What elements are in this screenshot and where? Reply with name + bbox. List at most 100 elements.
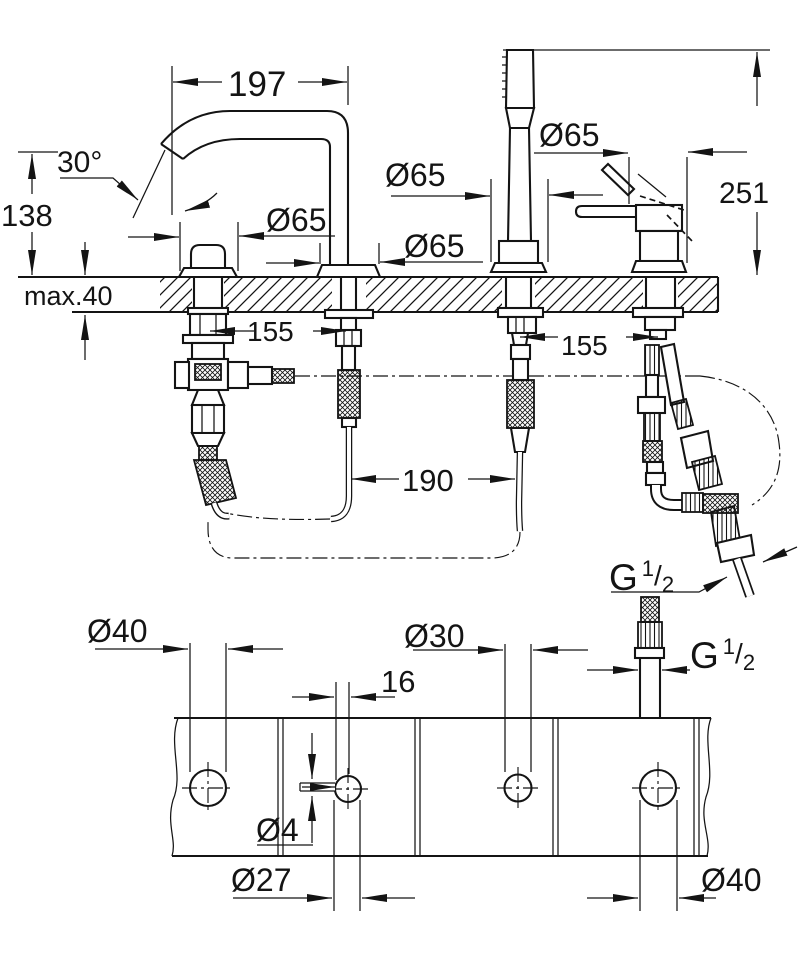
dim-spout-reach-label: 197 (228, 65, 286, 104)
plan-hose-hex (633, 646, 666, 660)
dim-spout-angle-label: 30° (57, 146, 102, 179)
dim-overall-height-label: 251 (719, 177, 769, 210)
deck-hatching (160, 278, 717, 311)
mixer-lever-alt1 (639, 195, 688, 212)
spout-inner-profile (182, 137, 332, 265)
dim-spout-height-label: 138 (1, 198, 53, 233)
mixer-hoseL-ribs2 (643, 412, 661, 442)
dim-shower-escutcheon-label: Ø65 (385, 157, 445, 193)
mixer-hoseR-ribs1 (669, 397, 695, 431)
spout-washer (323, 308, 375, 320)
plan-dimensions: Ø40 Ø30 16 Ø4 Ø27 (87, 613, 761, 911)
plate-break-right (703, 717, 712, 857)
plate-joints (277, 718, 700, 856)
mixer-lever-arm (574, 204, 639, 219)
mixer-body (634, 203, 684, 233)
spout-unit (160, 109, 382, 523)
hose-loop-outer (207, 521, 521, 559)
mixer-escutcheon (630, 259, 688, 274)
dim-hole-valve-label: Ø40 (87, 613, 147, 649)
pin-hole-slot (299, 782, 335, 792)
dim-mixer-escutcheon-label: Ø65 (539, 117, 599, 153)
shower-nut (506, 315, 538, 335)
plan-hose-braid (640, 596, 660, 623)
deck-section (18, 275, 720, 314)
mixer-tail-hex (715, 533, 756, 564)
mixer-hoseL-braid (642, 440, 663, 463)
elevation-dimensions: 197 30° 138 max.40 Ø65 (1, 49, 798, 598)
shower-neck (504, 106, 536, 130)
mixer-lever-raised (600, 162, 636, 197)
plan-hose-ribs (637, 621, 663, 649)
valve-outlet-tube (246, 365, 274, 386)
spout-tube (340, 344, 357, 372)
mixer-nut (643, 315, 677, 332)
dim-pin-hole-label: Ø4 (256, 812, 299, 848)
hand-shower-unit (489, 48, 548, 532)
mixer-unit (574, 162, 756, 598)
dim-spacing-shower-mixer-label: 155 (561, 330, 608, 361)
mixer-hoseL-hex2 (644, 471, 667, 487)
angle-reference-line (132, 149, 166, 219)
valve-outlet-hex (226, 360, 250, 390)
valve-outlet-knurl (271, 368, 295, 384)
spout-hose-fitting (340, 416, 358, 429)
shower-fitting1 (509, 343, 532, 361)
valve-escutcheon (177, 266, 239, 279)
shower-taper (510, 331, 530, 347)
dim-hole-shower-label: Ø30 (404, 618, 464, 654)
valve-hose-braid (192, 459, 238, 507)
mixer-adapter (648, 328, 668, 341)
spout-hose-braid (337, 369, 361, 419)
shower-flange (496, 306, 545, 319)
dim-valve-escutcheon-label: Ø65 (266, 202, 326, 238)
mixer-flange (631, 306, 685, 319)
valve-unit (173, 243, 295, 520)
valve-disc (181, 333, 235, 345)
valve-hex-adapter (190, 403, 226, 435)
mixer-hoseL-ribs1 (644, 344, 660, 376)
valve-hose-knurl (198, 445, 218, 461)
elevation-view: 197 30° 138 max.40 Ø65 (1, 48, 798, 598)
dim-spout-escutcheon-label: Ø65 (404, 228, 464, 264)
mixer-lever-alt2 (666, 214, 694, 243)
dim-pin-offset-label: 16 (381, 664, 415, 699)
angle-arc-arrow (184, 192, 218, 212)
deck-plate (169, 716, 712, 858)
dim-deck-thickness-label: max.40 (24, 281, 113, 311)
spout-outer-profile (160, 109, 350, 265)
shower-escutcheon (489, 261, 548, 274)
valve-body-top (190, 341, 226, 361)
shower-hose-taper (509, 426, 531, 454)
dim-hole-spout-label: Ø27 (231, 862, 291, 898)
shower-hose-braid (506, 379, 535, 429)
shower-spray-face (502, 56, 507, 98)
valve-handle (189, 243, 227, 270)
mixer-outlet-ribs (681, 492, 704, 513)
plate-break-left (169, 717, 179, 857)
dim-spacing-valve-spout-label: 155 (247, 316, 294, 347)
valve-tee-knurl (194, 363, 222, 381)
hose-loop-inner (225, 512, 331, 521)
spout-nut (334, 328, 363, 348)
mixer-hoseL-neck (645, 460, 665, 475)
mixer-hoseR-ribs2 (690, 454, 724, 492)
shower-head (504, 48, 536, 110)
mixer-lower-body (638, 229, 680, 263)
mixer-hoseR-tube (659, 342, 686, 407)
shower-handle (506, 126, 533, 243)
shower-base (497, 239, 540, 265)
valve-mounting-nut (188, 312, 228, 337)
spout-escutcheon (315, 263, 382, 279)
mixer-hoseL-hex (636, 395, 667, 415)
valve-left-cap (173, 360, 191, 390)
valve-taper (190, 388, 226, 407)
mixer-hose-arc (699, 375, 781, 506)
mixer-hoseL-tube (644, 373, 660, 399)
dim-hole-mixer-label: Ø40 (701, 862, 761, 898)
